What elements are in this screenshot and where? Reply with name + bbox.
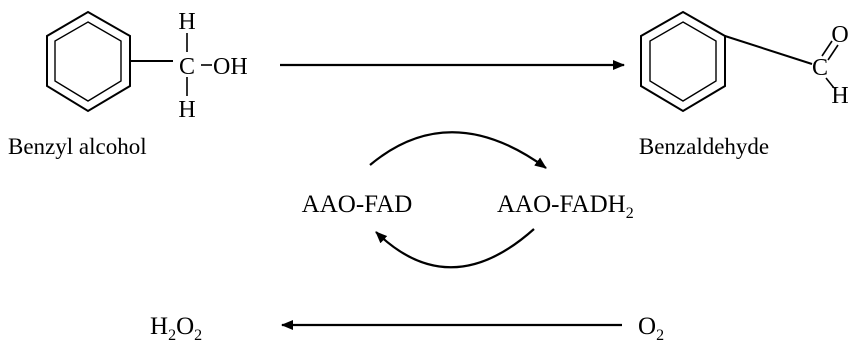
benzyl-hydroxyl: OH	[213, 54, 248, 80]
benzyl-carbon: C	[179, 54, 195, 80]
hydrogen-peroxide-label: H2O2	[150, 313, 202, 344]
h2o2-sub2: 2	[194, 327, 202, 344]
benzaldehyde-inner-ring	[649, 21, 717, 102]
aldehyde-h-bond	[825, 77, 835, 89]
h2o2-o: O	[176, 313, 194, 340]
benzaldehyde-structure: C O H	[640, 10, 849, 113]
h2o2-sub1: 2	[168, 327, 176, 344]
benzaldehyde-hydrogen: H	[831, 83, 848, 109]
aao-fadh2-subscript: 2	[626, 205, 634, 222]
benzyl-alcohol-structure: H C OH H	[46, 9, 248, 123]
carbonyl-double-bond-2	[827, 44, 839, 61]
benzyl-alcohol-inner-ring	[54, 21, 122, 102]
cycle-bottom-arrow	[375, 228, 535, 269]
carbonyl-double-bond-1	[821, 40, 833, 57]
aao-fadh2-main: AAO-FADH	[497, 191, 626, 218]
benzaldehyde-carbon: C	[812, 55, 828, 81]
oxygen-label: O2	[638, 313, 664, 344]
benzyl-alcohol-label: Benzyl alcohol	[8, 134, 147, 159]
aao-fadh2-label: AAO-FADH2	[497, 191, 634, 222]
benzyl-h-bottom: H	[178, 97, 195, 123]
benzaldehyde-label: Benzaldehyde	[639, 134, 769, 159]
cycle-top-arrow	[369, 131, 547, 169]
o2-sub: 2	[656, 327, 664, 344]
aao-fad-label: AAO-FAD	[302, 191, 413, 218]
benzyl-alcohol-ring	[46, 10, 131, 113]
benzaldehyde-ring	[640, 10, 726, 113]
benzaldehyde-oxygen: O	[831, 22, 848, 48]
o2-o: O	[638, 313, 656, 340]
h2o2-h: H	[150, 313, 168, 340]
benzyl-h-top: H	[178, 9, 195, 35]
benzaldehyde-ring-to-carbon-bond	[724, 35, 813, 65]
